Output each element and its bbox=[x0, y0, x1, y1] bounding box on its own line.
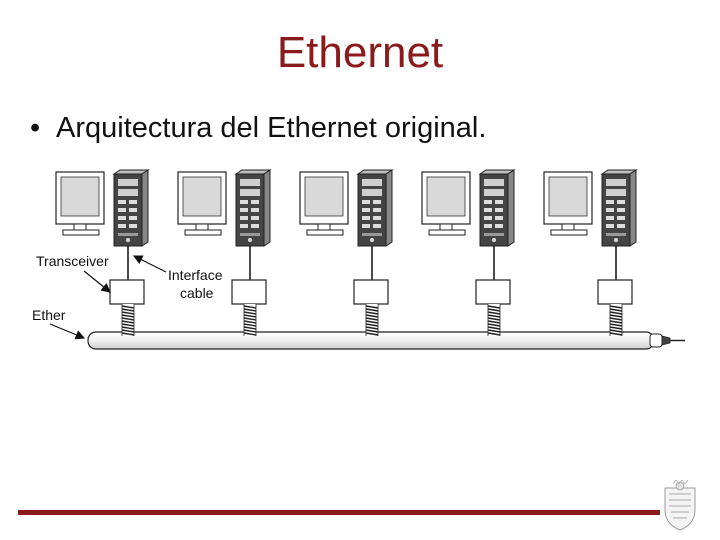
ether-pointer bbox=[49, 323, 86, 340]
station-2 bbox=[177, 169, 271, 337]
slide-title: Ethernet bbox=[276, 28, 444, 77]
transceiver-pointer bbox=[83, 270, 111, 293]
logo-emblem bbox=[664, 480, 696, 531]
ether-cable bbox=[87, 331, 685, 350]
station-5 bbox=[543, 169, 637, 337]
footer-bar bbox=[18, 510, 660, 515]
bullet-dot: • bbox=[30, 112, 41, 144]
station-4 bbox=[421, 169, 515, 337]
station-3 bbox=[299, 169, 393, 337]
interface-cable-label-line2: cable bbox=[180, 285, 214, 301]
bullet-item: • Arquitectura del Ethernet original. bbox=[30, 112, 486, 145]
interface-cable-label-line1: Interface bbox=[168, 267, 223, 283]
transceiver-label: Transceiver bbox=[36, 253, 109, 269]
ether-label: Ether bbox=[32, 307, 66, 323]
bullet-text: Arquitectura del Ethernet original. bbox=[56, 112, 487, 144]
interface-cable-pointer bbox=[132, 255, 167, 273]
ethernet-diagram: Transceiver Interface cable Ether bbox=[32, 169, 685, 350]
